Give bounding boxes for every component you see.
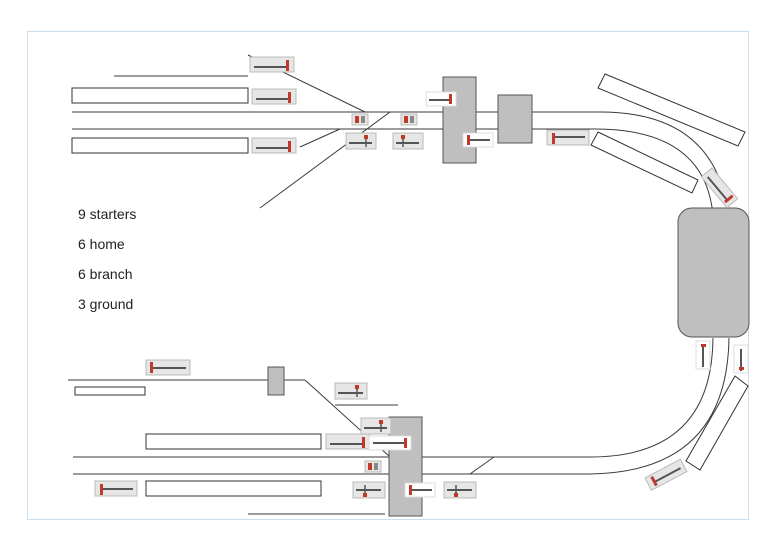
lower-station-tracks	[68, 379, 590, 515]
legend-ground: 3 ground	[78, 296, 134, 312]
signal-branch-icon	[352, 481, 386, 499]
legend-branch: 6 branch	[78, 266, 133, 282]
lower-hut	[267, 366, 285, 396]
loop-platform-lower	[685, 375, 749, 471]
signal-starter-icon	[251, 88, 297, 105]
signal-home-icon	[462, 132, 494, 148]
legend-home: 6 home	[78, 236, 125, 252]
signal-branch-icon	[345, 132, 377, 150]
signal-starter-icon	[546, 129, 590, 146]
upper-goods-shed	[497, 94, 533, 144]
loop-platform-upper-outer	[597, 73, 746, 147]
signal-ground-icon	[364, 460, 382, 473]
signal-starter-icon	[251, 137, 297, 154]
lower-signal-box	[388, 416, 423, 517]
lower-platform-1	[145, 433, 322, 450]
loop-inner-bottom	[589, 337, 714, 458]
signal-starter-icon	[145, 359, 191, 376]
signal-home-icon	[404, 482, 436, 498]
signal-starter-icon	[94, 480, 138, 497]
loop-outer-bottom	[589, 337, 730, 475]
signal-starter-icon	[249, 56, 295, 73]
signal-home-icon	[733, 344, 749, 374]
upper-branch-line	[259, 111, 391, 209]
signal-starter-icon	[325, 433, 371, 450]
signals	[94, 56, 749, 499]
lower-short-platform	[74, 386, 146, 396]
lower-crossover	[469, 456, 495, 475]
signal-starter-icon	[700, 167, 739, 209]
signal-home-icon	[425, 91, 457, 107]
upper-signal-box	[442, 76, 477, 164]
signal-ground-icon	[351, 113, 369, 126]
signal-home-icon	[368, 435, 412, 451]
loop-platform-upper-inner	[590, 131, 699, 194]
signal-branch-icon	[443, 481, 477, 499]
signal-branch-icon	[334, 382, 368, 400]
loop-inner-top	[594, 128, 714, 216]
lower-platform-2	[145, 480, 322, 497]
signal-home-icon	[695, 340, 711, 370]
upper-crossover	[299, 128, 341, 148]
signal-branch-icon	[360, 417, 392, 435]
signal-branch-icon	[392, 132, 424, 150]
loop-tunnel-block	[677, 207, 750, 338]
legend-starters: 9 starters	[78, 206, 137, 222]
signal-ground-icon	[400, 113, 418, 126]
upper-platform-2	[71, 137, 249, 154]
upper-platform-1	[71, 87, 249, 104]
signal-starter-icon	[644, 458, 688, 492]
